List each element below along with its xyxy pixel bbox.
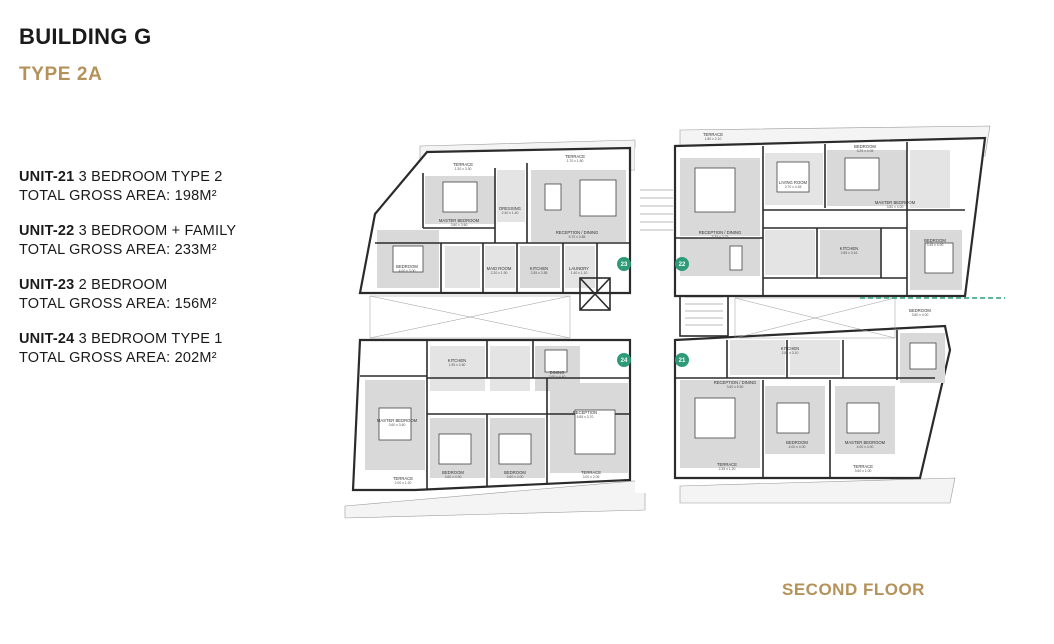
room-label: BEDROOM	[854, 144, 876, 149]
unit-code: UNIT-24	[19, 331, 75, 347]
room-label: BEDROOM	[924, 238, 946, 243]
room-label: MAID ROOM	[487, 266, 512, 271]
room-dim: 2.55 x 2.85	[531, 271, 548, 275]
room-label: TERRACE	[717, 462, 737, 467]
room-dim: 5.70 x 3.85	[569, 235, 586, 239]
unit-desc: 3 BEDROOM TYPE 2	[74, 169, 223, 185]
room-label: BEDROOM	[786, 440, 808, 445]
room-label: KITCHEN	[530, 266, 548, 271]
room-dim: 2.00 x 1.20	[395, 481, 412, 485]
room-label: LIVING ROOM	[779, 180, 807, 185]
room-label: RECEPTION / DINING	[556, 230, 599, 235]
room-dim: 3.25 x 4.05	[857, 149, 874, 153]
room-label: TERRACE	[453, 162, 473, 167]
room-dim: 3.70 x 4.45	[785, 185, 802, 189]
badge-text: 24	[621, 358, 628, 364]
room-dim: 3.60 x 4.00	[507, 475, 524, 479]
room-dim: 2.20 x 1.90	[491, 271, 508, 275]
room-dim: 3.60 x 4.00	[445, 475, 462, 479]
room-label: MASTER BEDROOM	[875, 200, 916, 205]
unit-item: UNIT-23 2 BEDROOM TOTAL GROSS AREA: 156M…	[19, 276, 319, 314]
room-dim: 2.85 x 3.16	[841, 251, 858, 255]
room-label: DRESSING	[499, 206, 521, 211]
room-dim: 2.60 x 4.40	[549, 375, 566, 379]
room-label: MASTER BEDROOM	[845, 440, 886, 445]
unit-code: UNIT-23	[19, 277, 75, 293]
room-label: RECEPTION	[573, 410, 597, 415]
room-dim: 1.70 x 1.80	[567, 159, 584, 163]
room-dim: 2.35 x 1.20	[719, 467, 736, 471]
room-label: KITCHEN	[448, 358, 466, 363]
unit-badge: 22	[675, 257, 689, 271]
room-label: RECEPTION / DINING	[699, 230, 742, 235]
unit-area: TOTAL GROSS AREA: 233M²	[19, 242, 217, 258]
badge-text: 22	[679, 262, 686, 268]
room-label: BEDROOM	[442, 470, 464, 475]
unit-badge: 23	[617, 257, 631, 271]
room-label: DINING	[550, 370, 565, 375]
room-label: RECEPTION / DINING	[714, 380, 757, 385]
room-dim: 1.95 x 2.60	[449, 363, 466, 367]
unit-area: TOTAL GROSS AREA: 202M²	[19, 350, 217, 366]
floor-plan: 23 22 24 21 TERRACE 1.30 x 3.30 BEDROOM …	[335, 118, 1015, 528]
room-dim: 4.00 x 4.00	[857, 445, 874, 449]
room-labels: TERRACE 1.30 x 3.30 BEDROOM 4.00 x 3.00 …	[377, 132, 946, 485]
page-subtitle: TYPE 2A	[19, 64, 103, 85]
room-label: TERRACE	[703, 132, 723, 137]
room-label: TERRACE	[393, 476, 413, 481]
room-label: KITCHEN	[840, 246, 858, 251]
unit-item: UNIT-21 3 BEDROOM TYPE 2 TOTAL GROSS ARE…	[19, 168, 319, 206]
room-label: BEDROOM	[504, 470, 526, 475]
unit-desc: 2 BEDROOM	[74, 277, 168, 293]
unit-code: UNIT-21	[19, 169, 75, 185]
unit-badge: 24	[617, 353, 631, 367]
room-dim: 1.40 x 1.10	[571, 271, 588, 275]
room-dim: 5.35 x 3.75	[712, 235, 729, 239]
floor-label: SECOND FLOOR	[782, 580, 925, 599]
unit-area: TOTAL GROSS AREA: 156M²	[19, 296, 217, 312]
unit-item: UNIT-24 3 BEDROOM TYPE 1 TOTAL GROSS ARE…	[19, 330, 319, 368]
room-label: TERRACE	[853, 464, 873, 469]
room-label: BEDROOM	[396, 264, 418, 269]
unit-area: TOTAL GROSS AREA: 198M²	[19, 188, 217, 204]
unit-badge: 21	[675, 353, 689, 367]
room-dim: 2.40 x 1.40	[502, 211, 519, 215]
room-dim: 3.60 x 5.50	[727, 385, 744, 389]
room-dim: 1.30 x 3.30	[455, 167, 472, 171]
room-dim: 3.80 x 3.60	[451, 223, 468, 227]
room-label: BEDROOM	[909, 308, 931, 313]
unit-code: UNIT-22	[19, 223, 75, 239]
room-dim: 3.80 x 4.00	[887, 205, 904, 209]
unit-desc: 3 BEDROOM + FAMILY	[74, 223, 237, 239]
room-dim: 4.00 x 3.00	[399, 269, 416, 273]
page-title: BUILDING G	[19, 24, 152, 49]
room-label: KITCHEN	[781, 346, 799, 351]
badge-text: 21	[679, 358, 686, 364]
badge-text: 23	[621, 262, 628, 268]
room-label: TERRACE	[581, 470, 601, 475]
unit-list: UNIT-21 3 BEDROOM TYPE 2 TOTAL GROSS ARE…	[19, 168, 319, 384]
room-dim: 3.60 x 3.60	[389, 423, 406, 427]
room-dim: 2.80 x 3.10	[782, 351, 799, 355]
room-label: MASTER BEDROOM	[377, 418, 418, 423]
room-label: TERRACE	[565, 154, 585, 159]
unit-desc: 3 BEDROOM TYPE 1	[74, 331, 223, 347]
room-dim: 3.80 x 4.00	[912, 313, 929, 317]
room-dim: 5.85 x 3.70	[577, 415, 594, 419]
room-dim: 4.00 x 4.00	[789, 445, 806, 449]
room-dim: 1.80 x 2.10	[705, 137, 722, 141]
room-label: MASTER BEDROOM	[439, 218, 480, 223]
room-dim: 3.60 x 1.00	[855, 469, 872, 473]
room-label: LAUNDRY	[569, 266, 589, 271]
room-dim: 3.45 x 4.00	[927, 243, 944, 247]
room-dim: 3.00 x 2.05	[583, 475, 600, 479]
unit-item: UNIT-22 3 BEDROOM + FAMILY TOTAL GROSS A…	[19, 222, 319, 260]
